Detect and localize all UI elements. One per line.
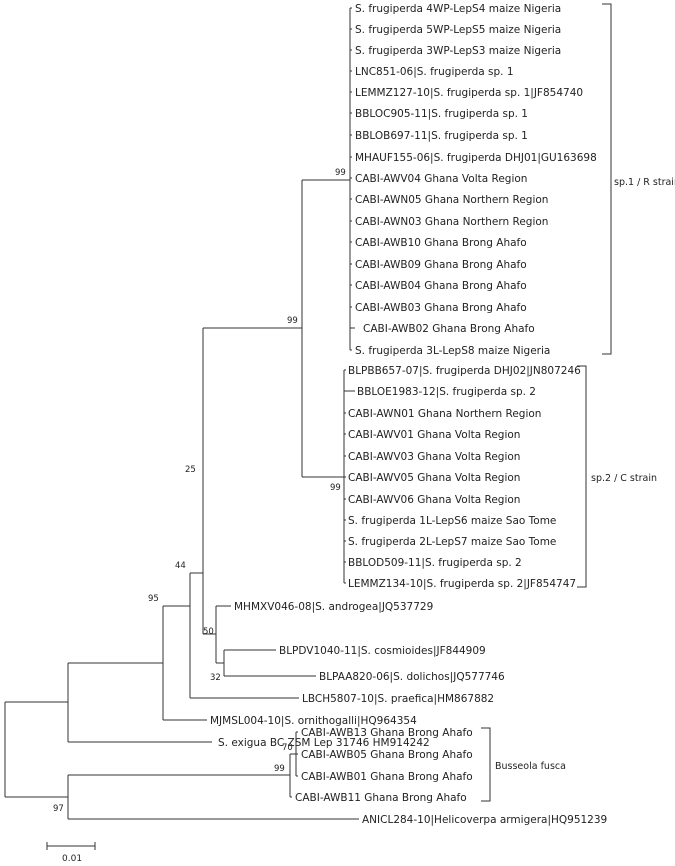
scale-bar-label: 0.01 — [62, 854, 82, 864]
group-label-c-strain: sp.2 / C strain — [591, 473, 657, 484]
taxon-label: S. exigua BC ZSM Lep 31746 HM914242 — [218, 737, 430, 749]
taxon-label: CABI-AWN03 Ghana Northern Region — [355, 216, 548, 228]
taxon-label: MHAUF155-06|S. frugiperda DHJ01|GU163698 — [355, 152, 597, 164]
branch-node-25 — [202, 327, 302, 635]
taxon-label: CABI-AWN01 Ghana Northern Region — [348, 408, 541, 420]
support-value: 97 — [53, 804, 64, 814]
taxon-label: S. frugiperda 3WP-LepS3 maize Nigeria — [355, 45, 561, 57]
support-value: 50 — [203, 627, 214, 637]
scale-bar — [46, 842, 96, 850]
taxon-label: CABI-AWB01 Ghana Brong Ahafo — [301, 771, 473, 783]
support-value: 70 — [282, 743, 293, 753]
taxon-label: CABI-AWB10 Ghana Brong Ahafo — [355, 237, 527, 249]
taxon-label: LNC851-06|S. frugiperda sp. 1 — [355, 66, 514, 78]
branch-frugiperda — [301, 179, 350, 478]
taxon-label: BBLOB697-11|S. frugiperda sp. 1 — [355, 130, 528, 142]
support-value: 99 — [274, 764, 285, 774]
support-value: 44 — [175, 561, 186, 571]
taxon-label: BBLOC905-11|S. frugiperda sp. 1 — [355, 108, 528, 120]
tree-branches — [4, 7, 359, 820]
support-value: 32 — [210, 673, 221, 683]
support-value: 99 — [330, 483, 341, 493]
group-label-r-strain: sp.1 / R strain — [614, 177, 675, 188]
taxon-label: CABI-AWB02 Ghana Brong Ahafo — [363, 323, 535, 335]
taxon-label: BLPDV1040-11|S. cosmioides|JF844909 — [279, 645, 486, 657]
taxon-label: CABI-AWV05 Ghana Volta Region — [348, 472, 520, 484]
taxon-label: MJMSL004-10|S. ornithogalli|HQ964354 — [210, 715, 417, 727]
branch-clade-r-strain — [349, 7, 355, 351]
taxon-label: CABI-AWV06 Ghana Volta Region — [348, 494, 520, 506]
taxon-label: BLPAA820-06|S. dolichos|JQ577746 — [319, 671, 505, 683]
support-value: 95 — [148, 594, 159, 604]
branch-root — [4, 701, 68, 798]
taxon-label: LBCH5807-10|S. praefica|HM867882 — [302, 693, 494, 705]
taxon-label: CABI-AWB04 Ghana Brong Ahafo — [355, 280, 527, 292]
taxon-label: CABI-AWV04 Ghana Volta Region — [355, 173, 527, 185]
scale-bar-line — [46, 842, 96, 850]
support-value: 99 — [335, 168, 346, 178]
taxon-label: CABI-AWB11 Ghana Brong Ahafo — [295, 792, 467, 804]
branch-sister-group — [215, 605, 316, 677]
taxon-label: S. frugiperda 5WP-LepS5 maize Nigeria — [355, 24, 561, 36]
taxon-label: S. frugiperda 2L-LepS7 maize Sao Tome — [348, 536, 556, 548]
taxon-label: CABI-AWV01 Ghana Volta Region — [348, 429, 520, 441]
taxon-label: CABI-AWN05 Ghana Northern Region — [355, 194, 548, 206]
group-labels: sp.1 / R strain sp.2 / C strain Busseola… — [495, 177, 675, 772]
taxon-label: LEMMZ127-10|S. frugiperda sp. 1|JF854740 — [355, 87, 583, 99]
bracket-busseola — [481, 727, 491, 802]
taxon-label: CABI-AWV03 Ghana Volta Region — [348, 451, 520, 463]
taxon-labels: S. frugiperda 4WP-LepS4 maize Nigeria S.… — [210, 3, 607, 826]
support-value: 25 — [185, 465, 196, 475]
taxon-label: CABI-AWB09 Ghana Brong Ahafo — [355, 259, 527, 271]
taxon-label: BLPBB657-07|S. frugiperda DHJ02|JN807246 — [348, 365, 581, 377]
taxon-label: CABI-AWB03 Ghana Brong Ahafo — [355, 302, 527, 314]
branch-node-95 — [162, 605, 207, 721]
group-brackets — [481, 3, 612, 802]
support-value: 99 — [287, 316, 298, 326]
taxon-label: S. frugiperda 1L-LepS6 maize Sao Tome — [348, 515, 556, 527]
group-label-busseola: Busseola fusca — [495, 761, 566, 772]
taxon-label: LEMMZ134-10|S. frugiperda sp. 2|JF854747 — [348, 578, 576, 590]
support-values: 99 99 99 25 44 50 32 95 70 99 97 — [53, 168, 346, 814]
taxon-label: S. frugiperda 4WP-LepS4 maize Nigeria — [355, 3, 561, 15]
taxon-label: CABI-AWB13 Ghana Brong Ahafo — [301, 727, 473, 739]
branch-node-44 — [189, 572, 299, 699]
taxon-label: ANICL284-10|Helicoverpa armigera|HQ95123… — [362, 814, 607, 826]
taxon-label: BBLOE1983-12|S. frugiperda sp. 2 — [357, 386, 536, 398]
bracket-c-strain — [577, 365, 587, 588]
taxon-label: CABI-AWB05 Ghana Brong Ahafo — [301, 749, 473, 761]
taxon-label: BBLOD509-11|S. frugiperda sp. 2 — [348, 557, 522, 569]
bracket-r-strain — [602, 3, 612, 355]
taxon-label: S. frugiperda 3L-LepS8 maize Nigeria — [355, 345, 550, 357]
taxon-label: MHMXV046-08|S. androgea|JQ537729 — [234, 601, 433, 613]
